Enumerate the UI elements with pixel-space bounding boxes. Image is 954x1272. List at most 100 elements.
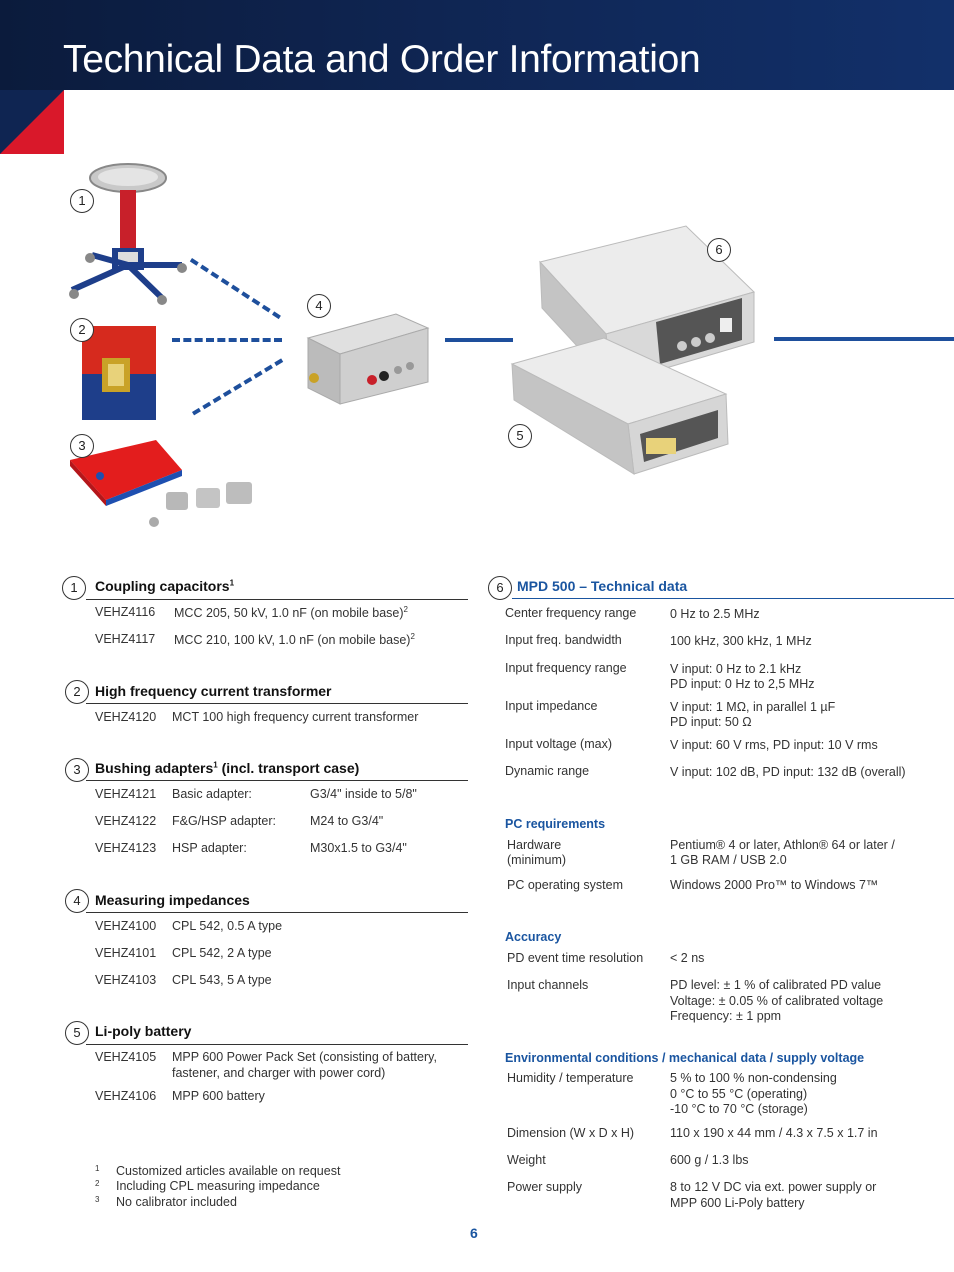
spec-value: Pentium® 4 or later, Athlon® 64 or later… [670, 838, 895, 852]
spec-label: Dimension (W x D x H) [507, 1126, 635, 1140]
connector-2-to-4 [172, 338, 282, 342]
order-desc: MCT 100 high frequency current transform… [172, 710, 419, 724]
environmental-heading: Environmental conditions / mechanical da… [505, 1051, 865, 1065]
spec-value: V input: 1 MΩ, in parallel 1 µF [670, 700, 836, 714]
order-desc: MCC 210, 100 kV, 1.0 nF (on mobile base)… [174, 632, 415, 648]
spec-value: 0 Hz to 2.5 MHz [670, 607, 760, 621]
spec-value: V input: 0 Hz to 2.1 kHz [670, 662, 802, 676]
power-pack-image [508, 334, 734, 476]
order-code: VEHZ4117 [95, 632, 156, 646]
footnote: 2 [95, 1179, 100, 1188]
order-code: VEHZ4100 [95, 919, 157, 933]
callout-1: 1 [70, 189, 94, 213]
spec-label: Weight [507, 1153, 546, 1167]
section-3-number: 3 [65, 758, 89, 782]
connector-4-to-5 [445, 338, 513, 342]
order-code: VEHZ4101 [95, 946, 157, 960]
order-code: VEHZ4116 [95, 605, 156, 619]
footnote-text: No calibrator included [116, 1195, 237, 1209]
connector-1-to-4 [189, 258, 281, 320]
order-spec: M30x1.5 to G3/4" [310, 841, 407, 855]
callout-6: 6 [707, 238, 731, 262]
spec-value: Voltage: ± 0.05 % of calibrated voltage [670, 994, 884, 1008]
section-2-title: High frequency current transformer [95, 683, 332, 699]
order-desc: MCC 205, 50 kV, 1.0 nF (on mobile base)2 [174, 605, 408, 621]
spec-value: MPP 600 Li-Poly battery [670, 1196, 805, 1210]
spec-value: Frequency: ± 1 ppm [670, 1009, 782, 1023]
order-code: VEHZ4123 [95, 841, 157, 855]
order-desc: Basic adapter: [172, 787, 252, 801]
connector-6-out [774, 337, 954, 341]
footnote-text: Customized articles available on request [116, 1164, 341, 1178]
order-spec: G3/4" inside to 5/8" [310, 787, 417, 801]
spec-label: Input frequency range [505, 661, 627, 675]
order-desc: CPL 542, 0.5 A type [172, 919, 283, 933]
section-3-rule [86, 780, 468, 781]
order-code: VEHZ4121 [95, 787, 157, 801]
spec-value: Windows 2000 Pro™ to Windows 7™ [670, 878, 879, 892]
order-code: VEHZ4103 [95, 973, 157, 987]
coupling-capacitor-image [62, 160, 192, 305]
corner-decoration-red [0, 90, 64, 154]
page-number: 6 [470, 1225, 478, 1241]
section-3-title: Bushing adapters1 (incl. transport case) [95, 760, 360, 776]
spec-value: PD level: ± 1 % of calibrated PD value [670, 978, 882, 992]
spec-value: PD input: 50 Ω [670, 715, 752, 729]
callout-2: 2 [70, 318, 94, 342]
spec-value: 1 GB RAM / USB 2.0 [670, 853, 787, 867]
spec-label: Humidity / temperature [507, 1071, 634, 1085]
callout-4: 4 [307, 294, 331, 318]
spec-label: PC operating system [507, 878, 624, 892]
section-4-number: 4 [65, 889, 89, 913]
spec-value: 0 °C to 55 °C (operating) [670, 1087, 808, 1101]
section-5-number: 5 [65, 1021, 89, 1045]
spec-label: Hardware [507, 838, 562, 852]
current-transformer-image [78, 318, 160, 424]
section-4-rule [86, 912, 468, 913]
bushing-adapters-image [66, 430, 256, 530]
order-spec: M24 to G3/4" [310, 814, 384, 828]
accuracy-heading: Accuracy [505, 930, 562, 944]
order-desc: F&G/HSP adapter: [172, 814, 276, 828]
spec-label: PD event time resolution [507, 951, 644, 965]
spec-label: Input freq. bandwidth [505, 633, 622, 647]
tech-rule [512, 598, 954, 599]
section-2-number: 2 [65, 680, 89, 704]
callout-3: 3 [70, 434, 94, 458]
header-banner: Technical Data and Order Information [0, 0, 954, 90]
section-5-rule [86, 1044, 468, 1045]
spec-label: Input voltage (max) [505, 737, 612, 751]
order-desc: fastener, and charger with power cord) [172, 1066, 386, 1080]
spec-label: Dynamic range [505, 764, 590, 778]
footnote: 1 [95, 1164, 100, 1173]
order-code: VEHZ4120 [95, 710, 157, 724]
spec-value: V input: 60 V rms, PD input: 10 V rms [670, 738, 878, 752]
footnote-text: Including CPL measuring impedance [116, 1179, 320, 1193]
spec-value: < 2 ns [670, 951, 705, 965]
order-code: VEHZ4105 [95, 1050, 157, 1064]
spec-label: Input impedance [505, 699, 598, 713]
spec-value: 110 x 190 x 44 mm / 4.3 x 7.5 x 1.7 in [670, 1126, 878, 1140]
section-1-title: Coupling capacitors1 [95, 578, 235, 594]
section-2-rule [86, 703, 468, 704]
spec-value: -10 °C to 70 °C (storage) [670, 1102, 808, 1116]
order-desc: CPL 542, 2 A type [172, 946, 272, 960]
section-1-number: 1 [62, 576, 86, 600]
order-desc: MPP 600 battery [172, 1089, 265, 1103]
order-desc: CPL 543, 5 A type [172, 973, 272, 987]
order-code: VEHZ4122 [95, 814, 157, 828]
spec-value: PD input: 0 Hz to 2,5 MHz [670, 677, 815, 691]
order-desc: HSP adapter: [172, 841, 247, 855]
callout-5: 5 [508, 424, 532, 448]
measuring-impedance-image [300, 308, 432, 406]
spec-value: 600 g / 1.3 lbs [670, 1153, 749, 1167]
spec-value: 8 to 12 V DC via ext. power supply or [670, 1180, 877, 1194]
spec-label: (minimum) [507, 853, 567, 867]
spec-label: Power supply [507, 1180, 583, 1194]
pc-requirements-heading: PC requirements [505, 817, 606, 831]
section-5-title: Li-poly battery [95, 1023, 192, 1039]
section-4-title: Measuring impedances [95, 892, 250, 908]
spec-value: V input: 102 dB, PD input: 132 dB (overa… [670, 765, 906, 779]
spec-value: 5 % to 100 % non-condensing [670, 1071, 837, 1085]
order-desc: MPP 600 Power Pack Set (consisting of ba… [172, 1050, 437, 1064]
